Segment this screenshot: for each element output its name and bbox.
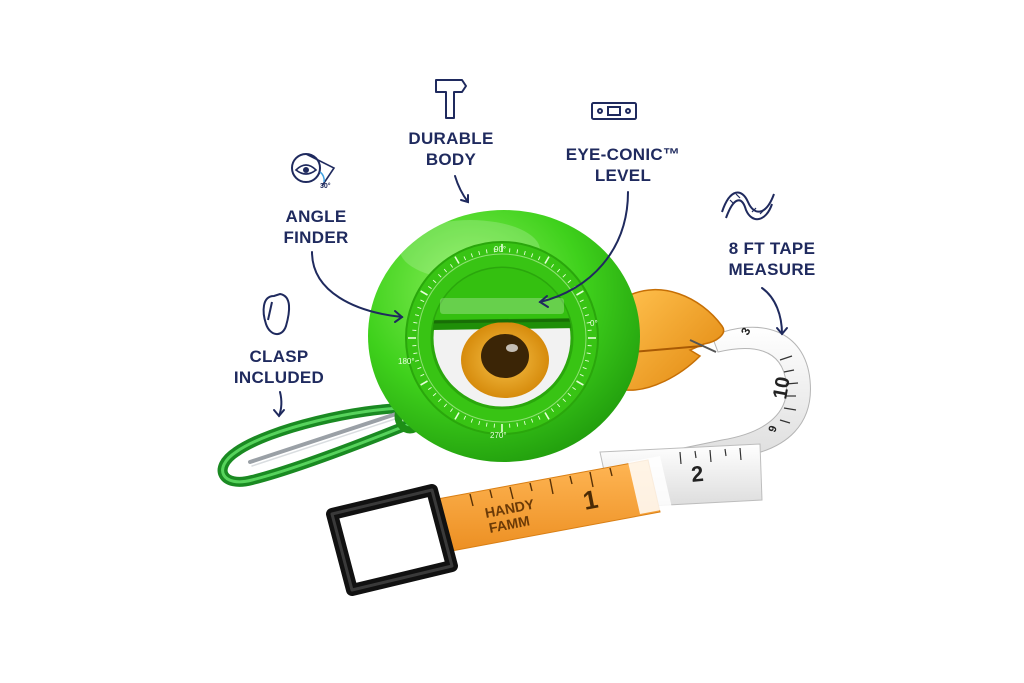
- dial-tick: [523, 250, 526, 256]
- carabiner-icon: [262, 292, 291, 335]
- carabiner-clasp: [217, 398, 426, 487]
- dial-tick: [567, 279, 572, 284]
- callout-durable-body-line2: BODY: [425, 150, 477, 169]
- dial-tick: [582, 366, 587, 370]
- dial-tick: [530, 253, 534, 258]
- dial-tick: [516, 422, 519, 427]
- dial-tick: [450, 408, 454, 412]
- beak: [625, 288, 725, 391]
- tape-measure-strip: 1 2 10 9 3 HANDY FAMM: [431, 325, 811, 553]
- dial-tick: [485, 249, 488, 254]
- callout-durable-body-line1: DURABLE: [408, 129, 494, 148]
- tape-number-9: 9: [767, 424, 780, 434]
- dial-tick: [485, 422, 488, 427]
- dial-tick: [454, 412, 460, 420]
- tape-wave-icon: [721, 191, 775, 220]
- dial-tick: [432, 392, 437, 397]
- dial-tick: [443, 403, 448, 408]
- dial-tick: [454, 256, 460, 264]
- dial-tick: [470, 253, 474, 258]
- dial-tick: [420, 290, 428, 296]
- dial-tick: [413, 352, 418, 355]
- dial-tick: [413, 321, 418, 324]
- tape-number-1: 1: [580, 484, 600, 516]
- dial-tick: [478, 250, 481, 256]
- dial-tick: [438, 274, 442, 278]
- dial-tick: [582, 306, 587, 310]
- tape-brand-line2: FAMM: [488, 512, 532, 536]
- dial-tick: [544, 256, 550, 264]
- callout-clasp-line1: CLASP: [249, 347, 309, 366]
- dial-tick: [470, 418, 474, 423]
- dial-label-90: 90°: [494, 245, 506, 254]
- dial-tick: [438, 398, 442, 402]
- spirit-level-icon: [591, 102, 637, 120]
- dial-label-270: 270°: [490, 431, 507, 440]
- dial-tick: [586, 321, 591, 324]
- dial-tick: [550, 408, 554, 412]
- dial-tick: [443, 268, 448, 273]
- callout-clasp: CLASP INCLUDED: [224, 346, 334, 388]
- dial-tick: [544, 412, 550, 420]
- dial-tick: [579, 373, 584, 377]
- dial-tick: [414, 314, 420, 317]
- dial-tick: [562, 274, 566, 278]
- dial-tick: [584, 314, 590, 317]
- dial-tick: [420, 380, 428, 386]
- dial-tick: [586, 352, 591, 355]
- dial-tick: [556, 268, 561, 273]
- callout-tape-measure-line2: MEASURE: [728, 260, 816, 279]
- angle-dial-ticks: [408, 244, 596, 432]
- dial-tick: [414, 359, 420, 362]
- tape-number-10: 10: [769, 375, 795, 401]
- callout-tape-measure-line1: 8 FT TAPE: [728, 239, 816, 258]
- dial-tick: [428, 386, 432, 390]
- callout-clasp-line2: INCLUDED: [233, 368, 325, 387]
- dial-tick: [420, 299, 425, 303]
- dial-tick: [463, 256, 467, 261]
- dial-tick: [572, 386, 576, 390]
- tape-number-2: 2: [690, 461, 705, 487]
- dial-tick: [530, 418, 534, 423]
- dial-tick: [417, 366, 422, 370]
- dial-label-0: 0°: [590, 319, 598, 328]
- dial-tick: [579, 299, 584, 303]
- callout-durable-body: DURABLE BODY: [396, 128, 506, 170]
- dial-tick: [567, 392, 572, 397]
- dial-tick: [516, 249, 519, 254]
- dial-tick: [576, 380, 584, 386]
- callout-arrows: [273, 175, 788, 418]
- dial-tick: [420, 373, 425, 377]
- protractor-eye-icon: 30°: [291, 153, 336, 190]
- protractor-angle-label: 30°: [320, 182, 331, 190]
- dial-tick: [432, 279, 437, 284]
- callout-eye-conic-level-line1: EYE-CONIC™: [565, 145, 681, 164]
- callout-tape-measure: 8 FT TAPE MEASURE: [712, 238, 832, 280]
- dial-tick: [478, 420, 481, 426]
- dial-tick: [562, 398, 566, 402]
- dial-tick: [523, 420, 526, 426]
- callout-eye-conic-level: EYE-CONIC™ LEVEL: [558, 144, 688, 186]
- dial-tick: [576, 290, 584, 296]
- callout-angle-finder-line1: ANGLE: [285, 207, 347, 226]
- dial-tick: [584, 359, 590, 362]
- dial-tick: [428, 286, 432, 290]
- dial-tick: [550, 264, 554, 268]
- callout-angle-finder: ANGLE FINDER: [266, 206, 366, 248]
- hammer-icon: [435, 79, 467, 119]
- callout-angle-finder-line2: FINDER: [283, 228, 349, 247]
- tape-pull-tab: [326, 484, 458, 596]
- dial-label-180: 180°: [398, 357, 415, 366]
- eye-level-window: [430, 266, 574, 410]
- callout-eye-conic-level-line2: LEVEL: [594, 166, 652, 185]
- dial-tick: [537, 256, 541, 261]
- dial-tick: [537, 415, 541, 420]
- dial-tick: [556, 403, 561, 408]
- dial-tick: [463, 415, 467, 420]
- dial-tick: [417, 306, 422, 310]
- dial-tick: [450, 264, 454, 268]
